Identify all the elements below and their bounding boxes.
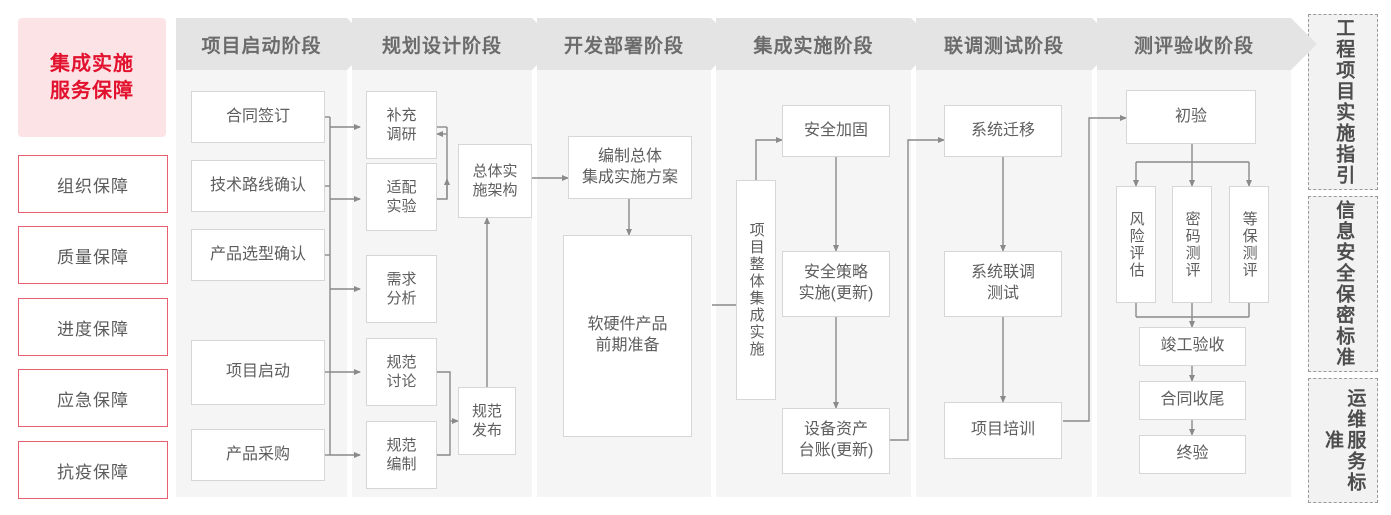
node-project-kickoff[interactable]: 项目启动 [191,340,325,405]
node-label: 产品选型确认 [209,245,306,263]
node-label: 设备资产 台账(更新) [798,421,874,459]
node-security-hardening[interactable]: 安全加固 [782,105,890,157]
phase-header-label: 开发部署阶段 [563,35,684,57]
node-adapt-experiment[interactable]: 适配 实验 [366,163,437,231]
node-label: 竣工验收 [1160,337,1225,355]
standard-label: 运维服务标准 [1322,388,1366,493]
node-tech-route-confirm[interactable]: 技术路线确认 [191,160,325,212]
guarantee-title-line-2: 服务保障 [50,79,134,102]
node-joint-debug-test[interactable]: 系统联调 测试 [944,251,1062,317]
phase-header-planning[interactable]: 规划设计阶段 [352,18,558,70]
node-label: 规范 发布 [471,402,502,440]
node-overall-integration[interactable]: 项目整体集成实施 [736,180,776,400]
standard-label: 工程项目实施指引 [1333,18,1355,186]
node-label: 安全策略 实施(更新) [798,264,874,302]
phase-header-label: 测评验收阶段 [1133,35,1254,57]
node-label: 规范 编制 [386,436,417,474]
node-label: 密码测评 [1183,210,1201,279]
node-final-acceptance[interactable]: 终验 [1139,435,1246,474]
node-label: 安全加固 [803,121,868,139]
phase-header-integrate[interactable]: 集成实施阶段 [716,18,937,70]
node-label: 编制总体 集成实施方案 [581,147,678,186]
node-label: 合同收尾 [1160,391,1225,409]
node-label: 风险评估 [1127,210,1145,279]
phase-header-deploy[interactable]: 开发部署阶段 [537,18,737,70]
node-mlps-evaluation[interactable]: 等保测评 [1229,186,1269,303]
phase-header-label: 项目启动阶段 [201,35,322,57]
node-label: 需求 分析 [386,270,417,308]
node-label: 补充 调研 [386,106,417,144]
guarantee-panel-title: 集成实施 服务保障 [18,18,166,137]
node-label: 系统联调 测试 [970,264,1035,302]
node-label: 技术路线确认 [209,176,306,194]
node-product-model-confirm[interactable]: 产品选型确认 [191,229,325,281]
node-label: 初验 [1174,107,1207,125]
node-crypto-evaluation[interactable]: 密码测评 [1172,186,1212,303]
node-spec-drafting[interactable]: 规范 编制 [366,421,437,489]
phase-header-label: 集成实施阶段 [753,35,874,57]
node-label: 合同签订 [225,107,290,125]
node-spec-discussion[interactable]: 规范 讨论 [366,338,437,406]
standard-engineering-guide[interactable]: 工程项目实施指引 [1308,14,1378,190]
node-label: 系统迁移 [970,121,1035,139]
node-security-policy[interactable]: 安全策略 实施(更新) [782,251,890,317]
guarantee-item-epidemic[interactable]: 抗疫保障 [18,441,168,499]
node-demand-analysis[interactable]: 需求 分析 [366,255,437,323]
node-label: 项目培训 [970,421,1035,439]
guarantee-item-label: 组织保障 [57,176,129,196]
phase-header-startup[interactable]: 项目启动阶段 [176,18,373,70]
node-asset-ledger[interactable]: 设备资产 台账(更新) [782,408,890,474]
node-label: 等保测评 [1240,210,1258,279]
node-supplement-research[interactable]: 补充 调研 [366,91,437,159]
node-compile-integration-plan[interactable]: 编制总体 集成实施方案 [568,136,692,199]
node-initial-acceptance[interactable]: 初验 [1126,90,1256,144]
node-project-training[interactable]: 项目培训 [944,402,1062,459]
standard-ops-service[interactable]: 运维服务标准 [1308,378,1378,503]
chevron-right-icon [1291,18,1317,70]
node-system-migration[interactable]: 系统迁移 [944,105,1062,157]
guarantee-item-organization[interactable]: 组织保障 [18,155,168,213]
node-label: 终验 [1176,445,1209,463]
node-risk-assessment[interactable]: 风险评估 [1116,186,1156,303]
guarantee-item-label: 进度保障 [57,319,129,339]
node-label: 产品采购 [225,445,290,463]
guarantee-item-quality[interactable]: 质量保障 [18,226,168,284]
guarantee-item-emergency[interactable]: 应急保障 [18,369,168,427]
node-label: 适配 实验 [386,178,417,216]
guarantee-title-line-1: 集成实施 [50,52,134,75]
node-completion-acceptance[interactable]: 竣工验收 [1139,327,1246,366]
phase-header-label: 规划设计阶段 [381,35,502,57]
node-label: 总体实 施架构 [472,162,518,200]
node-product-purchase[interactable]: 产品采购 [191,429,325,481]
standard-label: 信息安全保密标准 [1333,200,1355,368]
phase-header-acceptance[interactable]: 测评验收阶段 [1097,18,1317,70]
guarantee-item-schedule[interactable]: 进度保障 [18,298,168,356]
node-label: 规范 讨论 [386,353,417,391]
node-spec-release[interactable]: 规范 发布 [458,387,516,455]
node-label: 软硬件产品 前期准备 [587,316,668,354]
node-label: 项目启动 [225,363,290,381]
node-contract-closeout[interactable]: 合同收尾 [1139,381,1246,420]
guarantee-item-label: 应急保障 [57,390,129,410]
node-contract-signing[interactable]: 合同签订 [191,91,325,143]
node-label: 项目整体集成实施 [747,222,765,358]
guarantee-item-label: 质量保障 [57,247,129,267]
node-overall-architecture[interactable]: 总体实 施架构 [458,144,532,218]
standard-infosec[interactable]: 信息安全保密标准 [1308,196,1378,372]
phase-header-label: 联调测试阶段 [943,35,1064,57]
guarantee-item-label: 抗疫保障 [57,462,129,482]
phase-header-jointtest[interactable]: 联调测试阶段 [916,18,1118,70]
node-hardware-software-prep[interactable]: 软硬件产品 前期准备 [563,235,692,437]
